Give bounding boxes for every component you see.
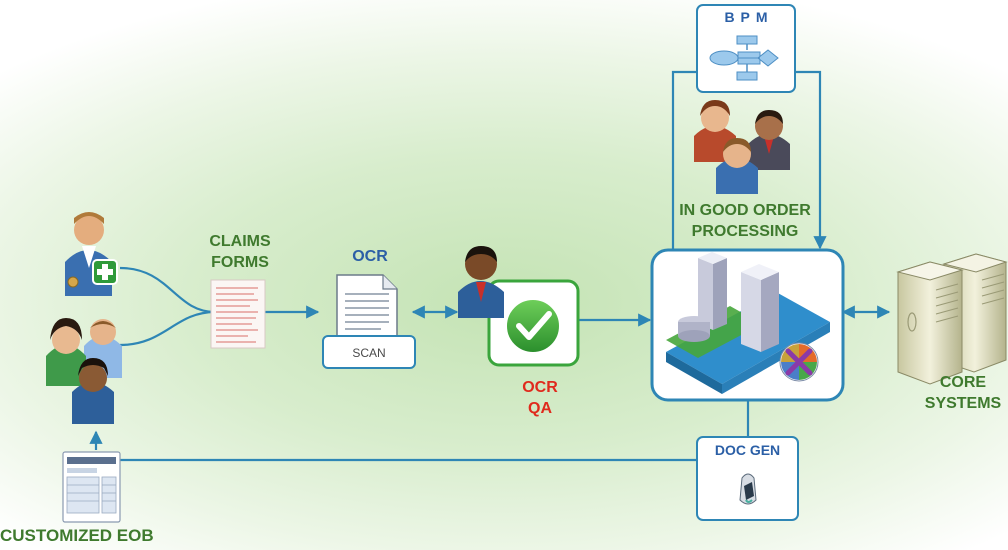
bpm-flowchart-icon bbox=[696, 4, 796, 93]
claims-forms-label-line2: FORMS bbox=[211, 254, 269, 271]
connector-hub-to-bpm-left bbox=[671, 70, 697, 250]
core-systems-servers-icon bbox=[896, 253, 1008, 385]
core-systems-label-line2: SYSTEMS bbox=[924, 395, 1002, 412]
processing-team-icon bbox=[694, 100, 790, 194]
connector-bpm-to-hub-right bbox=[795, 70, 827, 250]
multicolor-hub-icon bbox=[779, 342, 819, 382]
bpm-label: BPM bbox=[724, 9, 774, 25]
ocr-label: OCR bbox=[352, 248, 388, 265]
core-systems-label-line1: CORE bbox=[939, 374, 987, 391]
scan-label: SCAN bbox=[352, 346, 386, 360]
doc-gen-label: DOC GEN bbox=[714, 442, 781, 458]
connectors bbox=[89, 70, 891, 462]
connector-patients-to-forms bbox=[119, 310, 216, 347]
doctor-icon bbox=[65, 212, 118, 296]
in-good-order-label-line1: IN GOOD ORDER bbox=[679, 202, 811, 219]
ocr-qa-label-line1: OCR bbox=[522, 379, 558, 396]
doc-gen-icon bbox=[696, 436, 799, 521]
customized-eob-label: CUSTOMIZED EOB bbox=[0, 526, 154, 545]
ocr-qa-label-line2: QA bbox=[528, 400, 552, 417]
ocr-qa-icon bbox=[458, 246, 580, 367]
processing-hub-icon bbox=[650, 248, 845, 402]
connector-doctor-to-forms bbox=[119, 266, 216, 314]
patients-group-icon bbox=[46, 318, 122, 424]
in-good-order-label-line2: PROCESSING bbox=[691, 223, 799, 240]
claims-form-document-icon bbox=[210, 279, 266, 349]
customized-eob-document-icon bbox=[62, 451, 121, 523]
claims-forms-label-line1: CLAIMS bbox=[209, 233, 271, 250]
ocr-scan-icon bbox=[322, 274, 416, 369]
